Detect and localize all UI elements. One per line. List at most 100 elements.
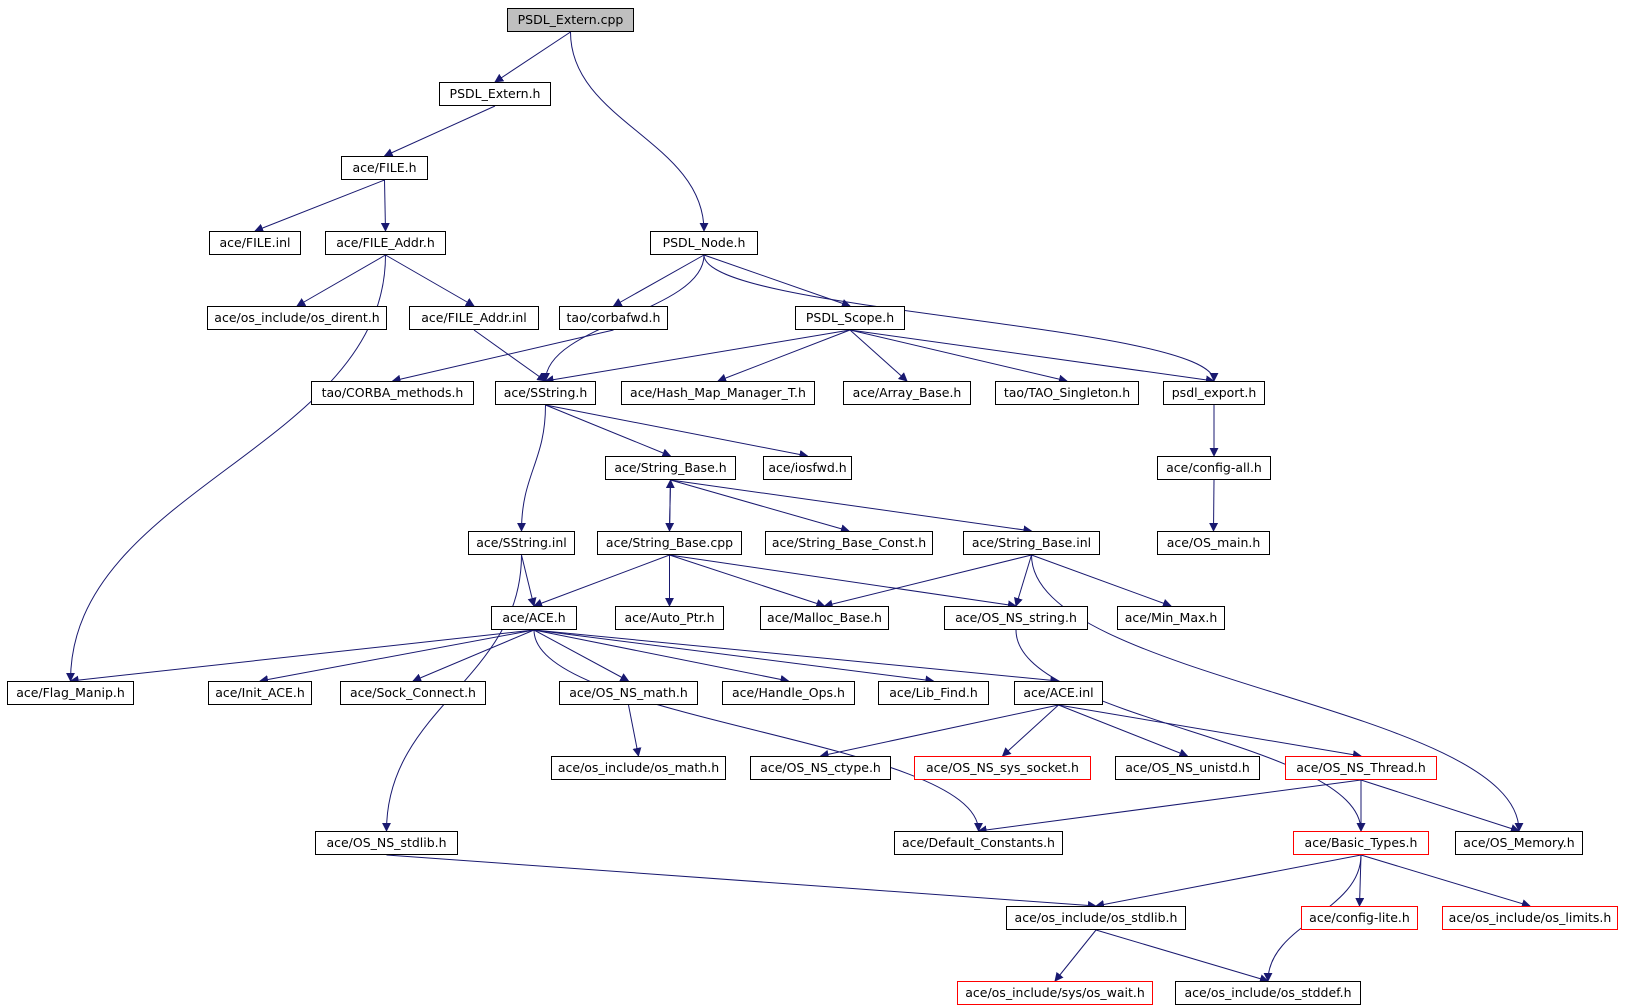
edge-n24-n33 <box>533 629 790 684</box>
node-ace-default-constants-h[interactable]: ace/Default_Constants.h <box>894 831 1063 855</box>
edge-n16-n21 <box>670 479 850 534</box>
edge-n20-n24 <box>533 554 670 608</box>
node-ace-string-base-h[interactable]: ace/String_Base.h <box>605 456 736 480</box>
node-ace-min-max-h[interactable]: ace/Min_Max.h <box>1117 606 1225 630</box>
node-ace-string-base-inl[interactable]: ace/String_Base.inl <box>963 531 1100 555</box>
edge-n5-n9 <box>703 254 851 308</box>
node-ace-basic-types-h[interactable]: ace/Basic_Types.h <box>1293 831 1429 855</box>
node-tao-corba-methods-h[interactable]: tao/CORBA_methods.h <box>311 381 474 405</box>
edge-n0-n5 <box>570 31 709 232</box>
edge-n11-n19 <box>517 404 546 532</box>
edge-n43-n45 <box>1095 854 1362 909</box>
edge-n22-n27 <box>1014 554 1032 607</box>
node-ace-init-ace-h[interactable]: ace/Init_ACE.h <box>208 681 312 705</box>
edge-n24-n30 <box>259 629 535 684</box>
node-os-math-h[interactable]: ace/os_include/os_math.h <box>551 756 726 780</box>
node-ace-file-inl[interactable]: ace/FILE.inl <box>209 231 301 255</box>
node-ace-sock-connect-h[interactable]: ace/Sock_Connect.h <box>340 681 486 705</box>
node-ace-malloc-base-h[interactable]: ace/Malloc_Base.h <box>760 606 889 630</box>
edge-n20-n16 <box>665 479 675 532</box>
node-ace-ace-h[interactable]: ace/ACE.h <box>491 606 577 630</box>
node-ace-string-base-cpp[interactable]: ace/String_Base.cpp <box>597 531 742 555</box>
node-psdl-extern-cpp[interactable]: PSDL_Extern.cpp <box>507 8 634 32</box>
edge-n35-n40 <box>1058 704 1362 760</box>
node-ace-os-ns-thread-h[interactable]: ace/OS_NS_Thread.h <box>1285 756 1437 780</box>
node-ace-os-main-h[interactable]: ace/OS_main.h <box>1157 531 1270 555</box>
node-ace-os-ns-math-h[interactable]: ace/OS_NS_math.h <box>559 681 698 705</box>
edge-n18-n23 <box>1209 479 1219 532</box>
node-psdl-export-h[interactable]: psdl_export.h <box>1163 381 1265 405</box>
edge-n35-n37 <box>819 704 1059 759</box>
edge-n9-n11 <box>544 329 851 385</box>
edge-n32-n36 <box>628 704 642 757</box>
edge-n11-n16 <box>545 404 672 458</box>
edge-n8-n10 <box>391 329 614 384</box>
node-psdl-extern-h[interactable]: PSDL_Extern.h <box>439 82 551 106</box>
edge-n4-n6 <box>296 254 386 307</box>
edge-n2-n3 <box>254 179 385 233</box>
node-ace-file-h[interactable]: ace/FILE.h <box>341 156 428 180</box>
edge-n35-n39 <box>1058 704 1189 758</box>
node-ace-flag-manip-h[interactable]: ace/Flag_Manip.h <box>7 681 134 705</box>
edge-n9-n14 <box>849 329 1068 384</box>
node-ace-auto-ptr-h[interactable]: ace/Auto_Ptr.h <box>615 606 724 630</box>
edge-n22-n44 <box>1031 554 1524 832</box>
edge-n20-n26 <box>669 554 826 608</box>
edge-n4-n7 <box>385 254 475 307</box>
node-psdl-scope-h[interactable]: PSDL_Scope.h <box>795 306 905 330</box>
edge-n24-n31 <box>412 629 535 683</box>
node-os-limits-h[interactable]: ace/os_include/os_limits.h <box>1442 906 1618 930</box>
node-ace-sstring-h[interactable]: ace/SString.h <box>495 381 596 405</box>
node-ace-ace-inl[interactable]: ace/ACE.inl <box>1014 681 1103 705</box>
edge-n9-n13 <box>849 329 908 382</box>
node-ace-iosfwd-h[interactable]: ace/iosfwd.h <box>763 456 852 480</box>
node-psdl-node-h[interactable]: PSDL_Node.h <box>650 231 758 255</box>
node-ace-os-ns-unistd-h[interactable]: ace/OS_NS_unistd.h <box>1115 756 1260 780</box>
node-ace-os-ns-sys-socket-h[interactable]: ace/OS_NS_sys_socket.h <box>914 756 1091 780</box>
edge-n16-n22 <box>670 479 1033 535</box>
node-tao-singleton-h[interactable]: tao/TAO_Singleton.h <box>995 381 1139 405</box>
edge-n35-n38 <box>1001 704 1059 757</box>
edge-n43-n47 <box>1360 854 1531 908</box>
edge-n27-n43 <box>1015 629 1366 832</box>
node-ace-os-memory-h[interactable]: ace/OS_Memory.h <box>1455 831 1583 855</box>
edge-n5-n15 <box>703 254 1219 382</box>
node-ace-file-addr-inl[interactable]: ace/FILE_Addr.inl <box>409 306 539 330</box>
edge-n40-n44 <box>1360 779 1520 833</box>
node-os-stdlib-h[interactable]: ace/os_include/os_stdlib.h <box>1006 906 1186 930</box>
node-string-base-const-h[interactable]: ace/String_Base_Const.h <box>765 531 933 555</box>
edge-n22-n28 <box>1031 554 1172 608</box>
node-ace-handle-ops-h[interactable]: ace/Handle_Ops.h <box>722 681 855 705</box>
node-ace-os-ns-stdlib-h[interactable]: ace/OS_NS_stdlib.h <box>315 831 458 855</box>
edge-n0-n1 <box>494 31 571 83</box>
node-os-dirent-h[interactable]: ace/os_include/os_dirent.h <box>207 306 387 330</box>
edge-n45-n48 <box>1054 929 1097 982</box>
node-ace-config-lite-h[interactable]: ace/config-lite.h <box>1301 906 1418 930</box>
edge-n40-n42 <box>977 779 1362 835</box>
node-tao-corbafwd-h[interactable]: tao/corbafwd.h <box>559 306 668 330</box>
edge-n22-n26 <box>823 554 1032 609</box>
node-ace-config-all-h[interactable]: ace/config-all.h <box>1157 456 1271 480</box>
edge-n24-n34 <box>533 629 935 685</box>
edge-n41-n45 <box>386 854 1097 910</box>
node-os-sys-wait-h[interactable]: ace/os_include/sys/os_wait.h <box>957 981 1153 1005</box>
node-ace-file-addr-h[interactable]: ace/FILE_Addr.h <box>325 231 446 255</box>
edge-n9-n15 <box>849 329 1215 385</box>
edge-n20-n27 <box>669 554 1017 610</box>
node-os-stddef-h[interactable]: ace/os_include/os_stddef.h <box>1175 981 1361 1005</box>
edge-n5-n8 <box>612 254 705 307</box>
node-hash-map-manager-t-h[interactable]: ace/Hash_Map_Manager_T.h <box>621 381 815 405</box>
edge-n11-n17 <box>545 404 809 459</box>
edge-n24-n42 <box>533 629 983 832</box>
node-ace-sstring-inl[interactable]: ace/SString.inl <box>468 531 575 555</box>
node-ace-lib-find-h[interactable]: ace/Lib_Find.h <box>878 681 989 705</box>
edge-n7-n11 <box>473 329 547 382</box>
edge-n9-n12 <box>717 329 851 383</box>
node-ace-os-ns-ctype-h[interactable]: ace/OS_NS_ctype.h <box>750 756 891 780</box>
node-ace-array-base-h[interactable]: ace/Array_Base.h <box>843 381 971 405</box>
edge-n2-n4 <box>380 179 390 232</box>
node-ace-os-ns-string-h[interactable]: ace/OS_NS_string.h <box>944 606 1088 630</box>
edge-n1-n2 <box>383 105 496 157</box>
